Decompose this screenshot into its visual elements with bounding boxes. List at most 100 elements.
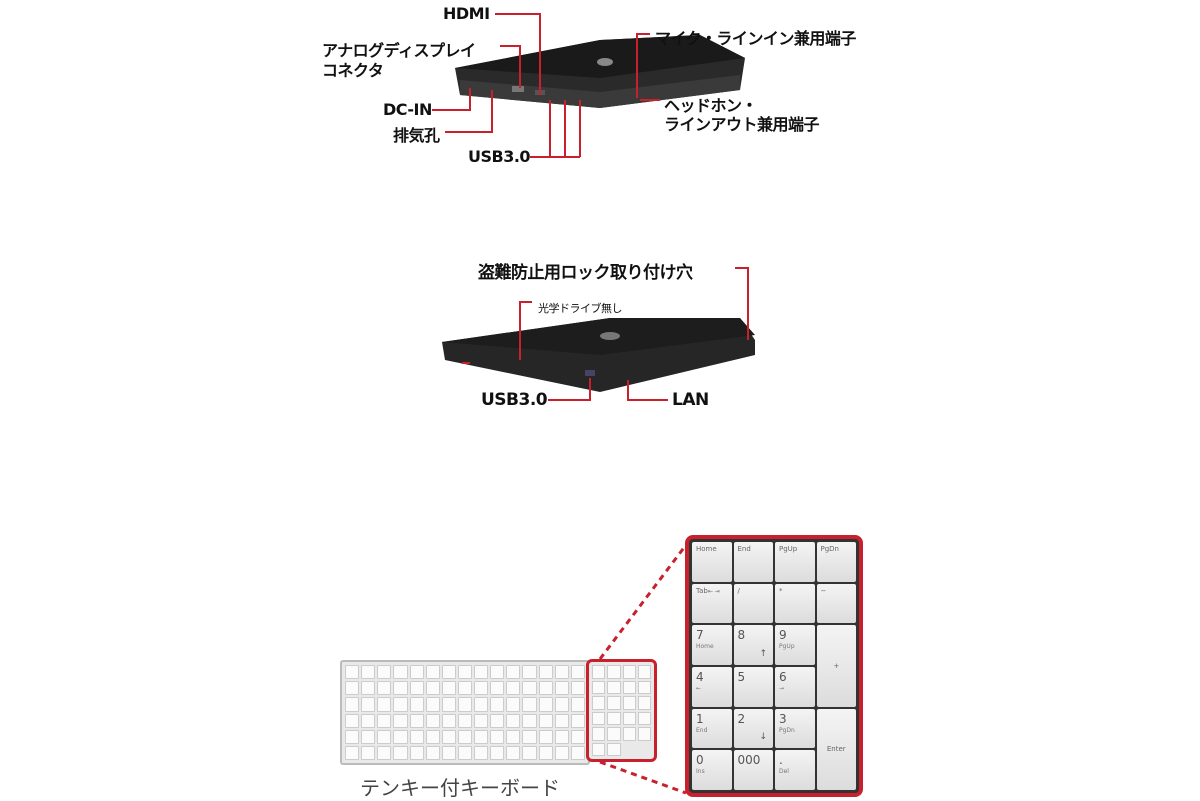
key-sublabel: → [779,685,785,692]
mini-key [570,745,585,760]
numpad-key: 6→ [775,667,815,707]
key-label: * [779,586,783,595]
label-usb-side: USB3.0 [481,390,548,410]
key-arrow: ↑ [759,649,767,659]
mini-numpad-key [622,696,636,710]
mini-numpad-key [622,711,636,725]
mini-key [345,729,360,744]
label-vent: 排気孔 [393,126,440,145]
mini-numpad-key [592,727,606,741]
mini-key [377,729,392,744]
numpad-key: * [775,583,815,624]
mini-numpad-key [622,665,636,679]
mini-numpad-key [592,711,606,725]
mini-key [441,729,456,744]
label-headphone-2: ラインアウト兼用端子 [664,115,820,134]
key-label: 6 [779,670,787,684]
mini-key [457,729,473,744]
numpad-key: End [733,542,773,582]
mini-key [474,745,489,760]
mini-key [457,665,473,680]
mini-key [361,681,376,696]
numpad-key: Home [692,542,732,582]
mini-key [377,697,392,712]
numpad-key: 000 [733,750,773,790]
mini-key [345,713,360,728]
key-label: 5 [737,670,746,684]
mini-key [522,697,537,712]
mini-key [345,745,360,760]
numpad-highlight [586,659,657,762]
label-mic: マイク・ラインイン兼用端子 [655,29,856,48]
mini-numpad-key [592,665,606,679]
mini-key [570,713,585,728]
mini-key [425,713,440,728]
mini-key [425,745,440,760]
mini-key [409,713,424,728]
mini-key [441,665,456,680]
mini-key [570,665,585,680]
mini-key [490,729,505,744]
mini-numpad-key [607,727,621,741]
mini-numpad-key [637,680,651,694]
mini-key [377,745,392,760]
mini-key [393,697,408,712]
label-dc-in: DC-IN [383,100,432,119]
mini-key [361,713,376,728]
mini-numpad-key [607,665,621,679]
label-optical: 光学ドライブ無し [538,302,623,315]
numpad-key: Enter [816,708,856,790]
mini-key [474,681,489,696]
mini-key [345,697,360,712]
key-label: 7 [696,628,704,643]
key-label: − [820,586,827,595]
mini-key [554,729,569,744]
mini-key [441,745,456,760]
mini-key [522,729,537,744]
mini-key [409,697,424,712]
mini-key [474,665,489,680]
key-label: Home [696,545,717,553]
numpad-key: PgUp [775,542,815,582]
mini-key [506,745,521,760]
mini-key [409,745,424,760]
mini-key [393,729,408,744]
mini-key [377,681,392,696]
key-label: / [737,586,740,595]
numpad-key: 4← [692,667,732,707]
mini-key [457,697,473,712]
mini-key [393,665,408,680]
mini-key [490,665,505,680]
zoom-dashed-lines [598,544,688,795]
mini-numpad-key [637,727,651,741]
leader-lines-top [432,13,660,158]
label-analog-display: アナログディスプレイ [322,41,476,60]
mini-numpad-key [592,696,606,710]
mini-key [425,665,440,680]
mini-numpad-key [622,727,636,741]
mini-numpad-key [637,696,651,710]
key-sublabel: PgDn [779,726,795,734]
mini-key [361,697,376,712]
mini-key [425,681,440,696]
mini-key [457,713,473,728]
key-sublabel: Home [696,643,714,651]
mini-key [554,697,569,712]
key-label: 9 [779,628,787,643]
mini-numpad-key [592,680,606,694]
mini-numpad-key [607,711,621,725]
mini-key [409,729,424,744]
mini-key [474,713,489,728]
mini-key [522,681,537,696]
mini-key [425,697,440,712]
mini-key [393,745,408,760]
key-label: 0 [696,753,704,768]
key-label: 2 [737,711,746,726]
numpad-key: .Del [775,750,815,790]
mini-key [457,745,473,760]
